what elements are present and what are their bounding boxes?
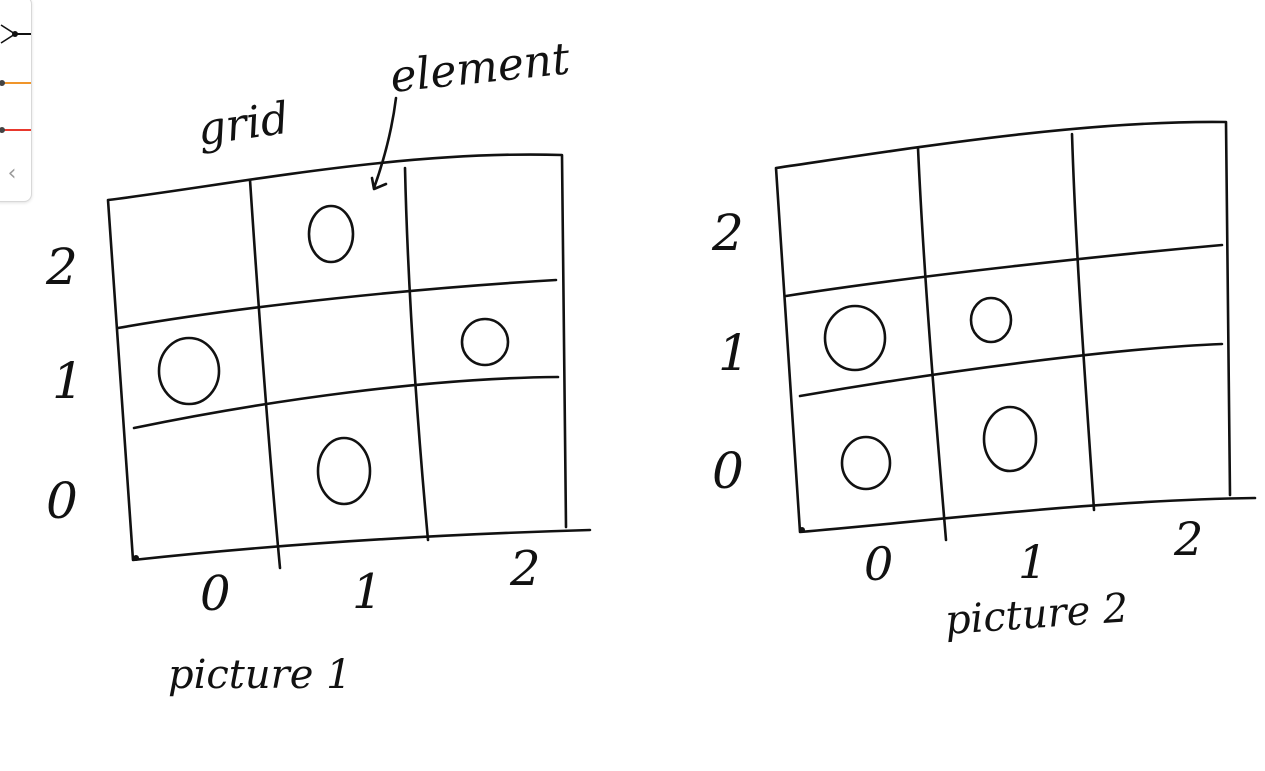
pen-tip-icon: [0, 24, 31, 44]
element-annotation: element: [388, 33, 573, 103]
picture-1-grid-vline-2: [403, 166, 430, 542]
picture-1-caption: picture 1: [168, 652, 352, 698]
picture-2-grid-hline-2: [798, 342, 1224, 398]
red-pen-tool[interactable]: [0, 115, 31, 145]
picture-1-origin-dot: [133, 555, 139, 561]
picture-2-row-label: 0: [712, 442, 744, 500]
picture-1-grid-border: [106, 153, 592, 562]
black-pen-tool[interactable]: [0, 19, 31, 49]
picture-2-element: [840, 435, 892, 491]
picture-2-row-label: 2: [711, 204, 744, 262]
picture-2-element: [823, 304, 887, 372]
picture-2-col-label: 2: [1173, 512, 1203, 566]
picture-2-caption: picture 2: [943, 585, 1129, 644]
picture-2-origin-dot: [799, 527, 805, 533]
picture-1-element: [316, 436, 372, 506]
picture-1: 2 1 0 0 1 2 picture 1: [45, 153, 592, 698]
picture-2-row-label: 1: [718, 324, 750, 382]
picture-1-element: [157, 336, 221, 406]
picture-2-grid-hline-1: [784, 243, 1224, 298]
picture-1-col-label: 1: [352, 564, 383, 620]
picture-2-grid-vline-2: [1070, 132, 1096, 512]
grid-annotation: grid: [194, 93, 292, 156]
pen-toolbar: ‹: [0, 0, 32, 202]
picture-1-grid-hline-1: [116, 278, 558, 330]
picture-2: 2 1 0 0 1 2 picture 2: [711, 120, 1257, 644]
picture-1-element: [307, 204, 355, 264]
picture-2-element: [982, 405, 1038, 473]
element-annotation-arrow: [370, 96, 398, 191]
picture-1-grid-hline-2: [132, 375, 560, 430]
picture-2-grid-border: [774, 120, 1257, 534]
orange-pen-tool[interactable]: [0, 68, 31, 98]
picture-1-row-label: 0: [46, 472, 78, 530]
picture-2-col-label: 1: [1018, 535, 1047, 589]
red-pen-icon: [0, 127, 31, 133]
picture-1-col-label: 0: [200, 566, 231, 622]
picture-1-element: [460, 317, 510, 367]
chevron-left-icon: ‹: [7, 161, 17, 186]
picture-1-col-label: 2: [509, 541, 541, 597]
picture-2-col-label: 0: [864, 537, 893, 591]
collapse-toolbar-button[interactable]: ‹: [0, 157, 31, 191]
picture-2-element: [969, 296, 1013, 344]
picture-1-grid-vline-1: [248, 178, 282, 570]
orange-pen-icon: [0, 80, 31, 86]
picture-1-row-label: 2: [45, 238, 78, 296]
picture-1-row-label: 1: [52, 352, 84, 410]
picture-2-grid-vline-1: [916, 146, 948, 542]
